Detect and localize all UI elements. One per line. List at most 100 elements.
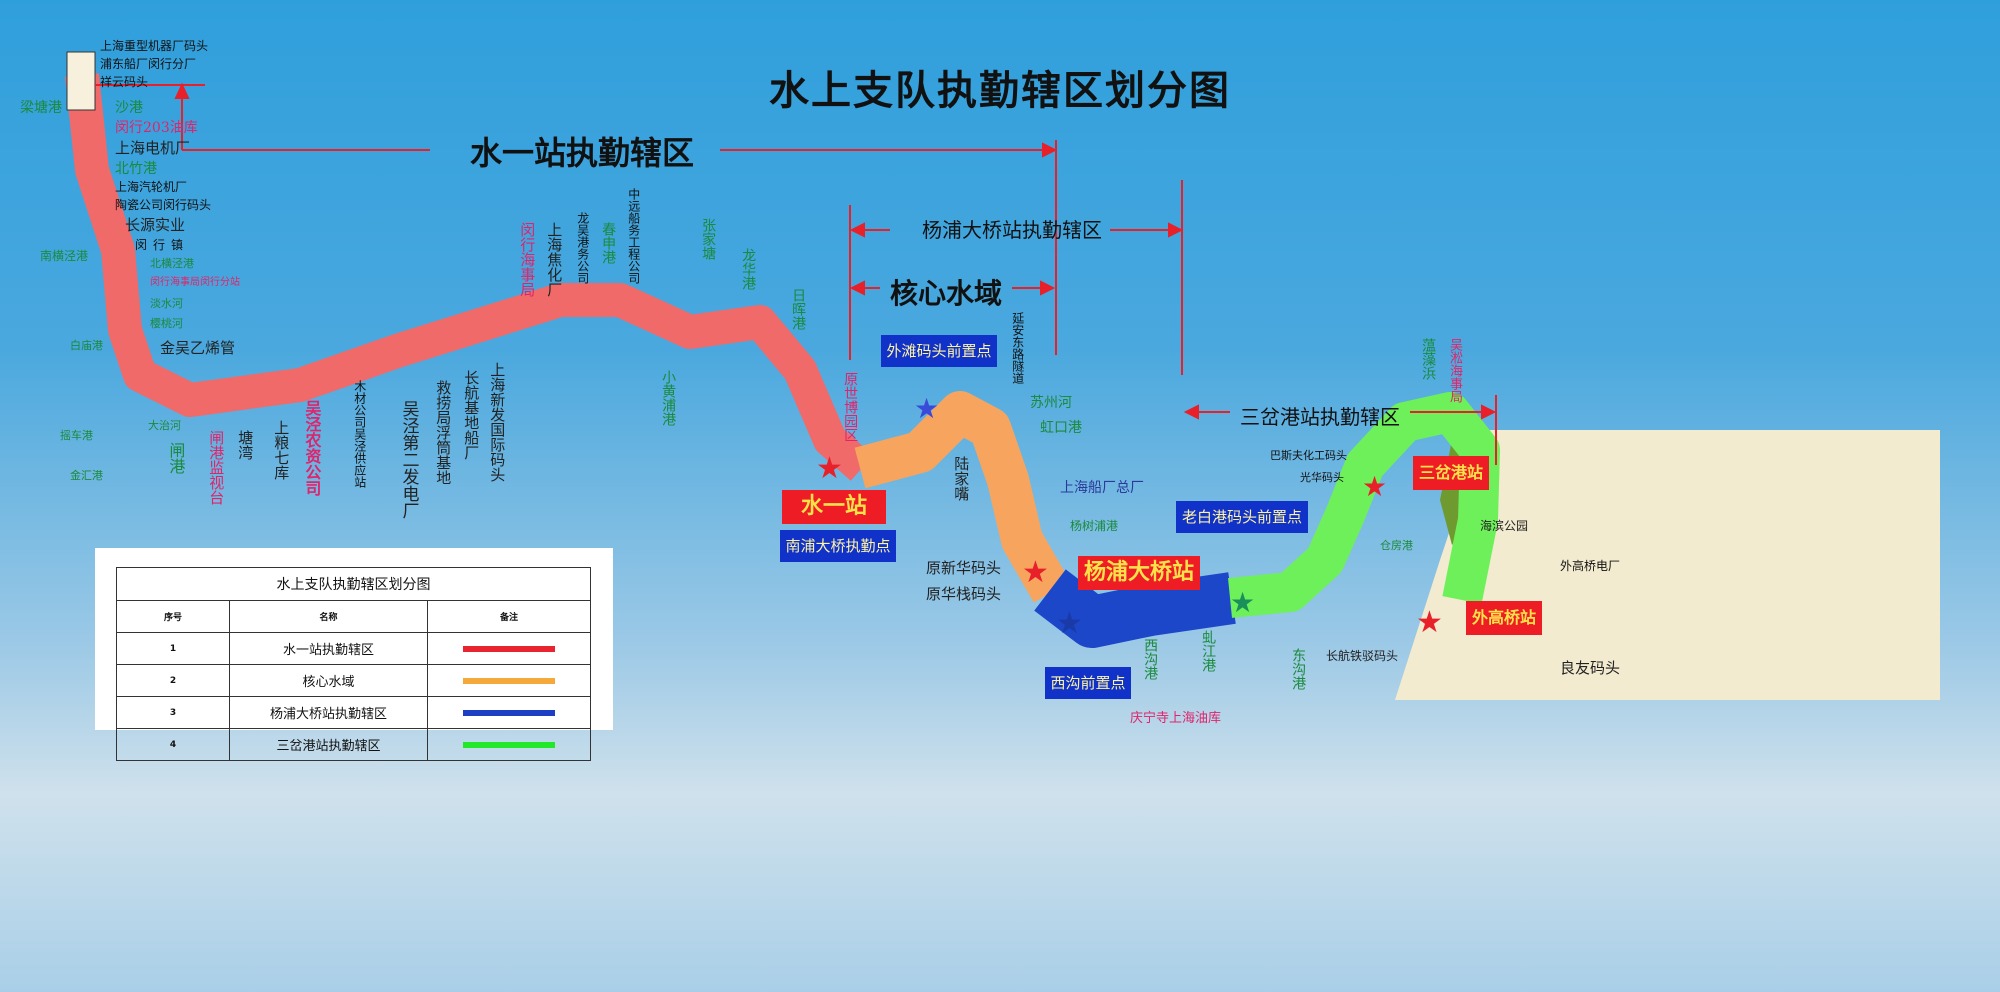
- place-label: 光华码头: [1300, 471, 1344, 484]
- place-label: 闸港监视台: [207, 430, 226, 505]
- legend-name: 杨浦大桥站执勤辖区: [229, 696, 428, 729]
- point-xigou[interactable]: 西沟前置点: [1045, 667, 1131, 699]
- place-label: 长源实业: [125, 216, 186, 234]
- place-label: 闵行203油库: [115, 120, 198, 136]
- place-label: 西沟港: [1142, 638, 1159, 680]
- sancha-star-icon: ★: [1362, 470, 1387, 503]
- waigaoqiao-star-icon: ★: [1416, 605, 1443, 640]
- river-zone-core: [854, 391, 1071, 603]
- point-nanpu[interactable]: 南浦大桥执勤点: [780, 530, 896, 562]
- legend-swatch-cell: [427, 728, 591, 761]
- place-label: 樱桃河: [150, 317, 183, 330]
- legend-header-note: 备注: [427, 600, 591, 633]
- legend-panel: 水上支队执勤辖区划分图 序号 名称 备注 1 水一站执勤辖区 2 核心水域 3 …: [95, 548, 613, 761]
- place-label: 金吴乙烯管: [160, 339, 236, 357]
- place-label: 良友码头: [1560, 659, 1621, 677]
- legend-header-no: 序号: [116, 600, 230, 633]
- place-label: 北竹港: [115, 161, 157, 177]
- place-label: 延安东路隧道: [1010, 312, 1025, 384]
- legend-swatch-cell: [427, 632, 591, 665]
- place-label: 龙华港: [740, 248, 757, 290]
- legend-header-name: 名称: [229, 600, 428, 633]
- place-label: 长航基地船厂: [462, 370, 481, 460]
- place-label: 上海新发国际码头: [488, 362, 507, 482]
- legend-row: 2 核心水域: [116, 664, 591, 697]
- place-label: 北横泾港: [150, 257, 194, 270]
- river-zone-yangpu: [1034, 569, 1236, 648]
- place-label: 陶瓷公司闵行码头: [115, 198, 212, 212]
- place-label: 闵行海事局闵行分站: [150, 277, 240, 288]
- zone-label-sancha: 三岔港站执勤辖区: [1240, 405, 1400, 429]
- place-label: 大治河: [148, 419, 181, 432]
- place-label: 闸港: [166, 442, 186, 474]
- place-label: 东沟港: [1290, 648, 1307, 690]
- legend-table: 水上支队执勤辖区划分图 序号 名称 备注 1 水一站执勤辖区 2 核心水域 3 …: [116, 567, 591, 761]
- legend-no: 3: [116, 696, 230, 729]
- place-label: 原新华码头: [926, 559, 1002, 577]
- place-label: 金汇港: [70, 469, 103, 482]
- place-label: 仓房港: [1380, 539, 1413, 552]
- place-label: 原华栈码头: [926, 585, 1002, 603]
- place-label: 苏州河: [1030, 395, 1072, 411]
- point-laobaigang[interactable]: 老白港码头前置点: [1176, 501, 1308, 533]
- place-label: 吴泾第二发电厂: [398, 400, 419, 519]
- zone-label-yangpu: 杨浦大桥站执勤辖区: [922, 218, 1102, 242]
- place-label: 中远船务工程公司: [626, 188, 641, 284]
- place-label: 上粮七库: [272, 420, 291, 480]
- place-label: 上海焦化厂: [545, 222, 564, 297]
- waitan-star-icon: ★: [914, 392, 939, 425]
- place-label: 杨树浦港: [1070, 519, 1119, 533]
- legend-swatch-green: [463, 741, 555, 748]
- river-zone-shuiyi: [65, 73, 874, 481]
- legend-row: 1 水一站执勤辖区: [116, 632, 591, 665]
- place-label: 春申港: [600, 222, 617, 264]
- place-label: 虹口港: [1040, 420, 1082, 436]
- legend-no: 4: [116, 728, 230, 761]
- place-label: 浦东船厂闵行分厂: [100, 57, 197, 71]
- place-label: 上海重型机器厂码头: [100, 39, 209, 53]
- legend-name: 三岔港站执勤辖区: [229, 728, 428, 761]
- place-label: 南横泾港: [40, 249, 89, 263]
- station-sancha[interactable]: 三岔港站: [1413, 456, 1489, 490]
- place-label: 沙港: [115, 100, 143, 116]
- place-label: 陆家嘴: [952, 456, 971, 501]
- place-label: 海滨公园: [1480, 519, 1529, 533]
- place-label: 闵行海事局: [518, 222, 537, 297]
- station-yangpu[interactable]: 杨浦大桥站: [1078, 556, 1200, 590]
- place-label: 虬江港: [1200, 630, 1217, 672]
- place-label: 梁塘港: [20, 100, 62, 116]
- place-label: 上海电机厂: [115, 139, 191, 157]
- yangpu-star-icon: ★: [1022, 555, 1049, 590]
- zone-arrows: [95, 82, 1497, 465]
- place-label: 吴泾农资公司: [302, 400, 322, 496]
- place-label: 龙吴港务公司: [575, 212, 590, 284]
- place-label: 长航铁驳码头: [1326, 649, 1399, 663]
- place-label: 原世博园区: [842, 372, 859, 442]
- laobaigang-star-icon: ★: [1230, 586, 1255, 619]
- legend-caption: 水上支队执勤辖区划分图: [116, 567, 591, 601]
- zone-label-core: 核心水域: [890, 277, 1003, 310]
- legend-no: 2: [116, 664, 230, 697]
- page-title: 水上支队执勤辖区划分图: [769, 68, 1231, 114]
- place-label: 塘湾: [236, 430, 255, 460]
- zone-label-shuiyi: 水一站执勤辖区: [470, 134, 695, 172]
- legend-swatch-blue: [463, 709, 555, 716]
- place-label: 巴斯夫化工码头: [1270, 449, 1347, 462]
- legend-swatch-red: [463, 645, 555, 652]
- station-shuiyi[interactable]: 水一站: [782, 490, 886, 524]
- place-label: 上海船厂总厂: [1060, 480, 1144, 496]
- place-label: 祥云码头: [100, 75, 149, 89]
- place-label: 张家塘: [700, 218, 717, 260]
- place-label: 淡水河: [150, 297, 183, 310]
- station-waigaoqiao[interactable]: 外高桥站: [1466, 601, 1542, 635]
- place-label: 日晖港: [790, 288, 807, 330]
- point-waitan[interactable]: 外滩码头前置点: [881, 335, 997, 367]
- place-label: 上海汽轮机厂: [115, 180, 188, 194]
- place-label: 吴淞海事局: [1446, 338, 1462, 403]
- place-label: 蕰藻浜: [1420, 338, 1437, 380]
- river-source-box: [66, 51, 96, 111]
- place-label: 白庙港: [70, 339, 103, 352]
- place-label: 木材公司吴泾供应站: [352, 380, 367, 488]
- place-label: 小黄浦港: [660, 370, 677, 426]
